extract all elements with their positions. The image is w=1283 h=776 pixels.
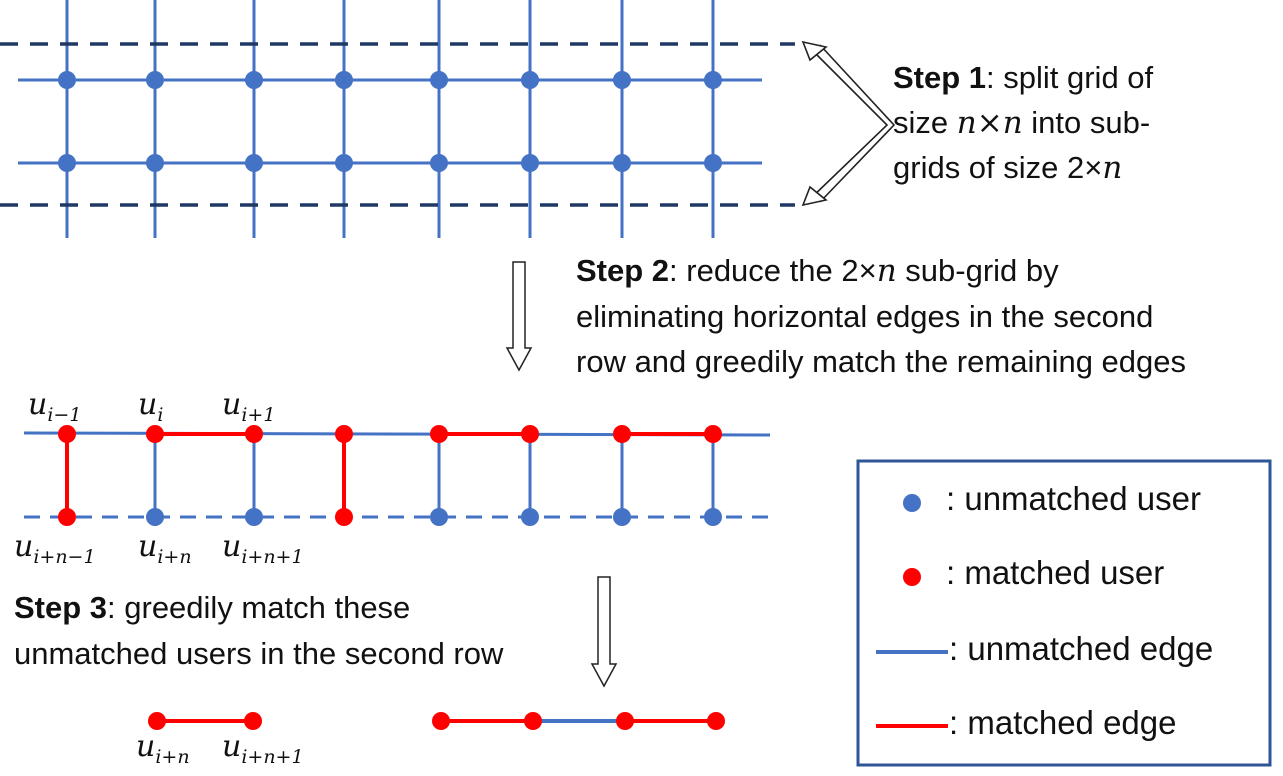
step2-title: Step 2 bbox=[576, 253, 669, 288]
final-matched-user bbox=[148, 712, 166, 730]
subgrid-matched-user bbox=[146, 425, 164, 443]
step3-text: Step 3: greedily match these unmatched u… bbox=[14, 590, 504, 671]
split-bracket-arrow bbox=[801, 40, 896, 207]
step1-line1: : split grid of bbox=[986, 60, 1154, 95]
subgrid-matched-user bbox=[58, 425, 76, 443]
step1-math: n×n bbox=[957, 105, 1023, 141]
svg-text:ui: ui bbox=[138, 387, 163, 426]
grid-node bbox=[146, 71, 164, 89]
grid-nodes bbox=[58, 71, 722, 172]
svg-text:size n×n into sub-: size n×n into sub- bbox=[893, 105, 1150, 141]
grid-vertical-edges bbox=[65, 0, 715, 238]
subgrid-matched-user bbox=[335, 508, 353, 526]
grid-node bbox=[58, 154, 76, 172]
sub-grid bbox=[23, 425, 771, 526]
grid-node bbox=[704, 154, 722, 172]
legend-label-unmatched-edge: : unmatched edge bbox=[949, 630, 1213, 667]
step2-math: n bbox=[877, 253, 897, 289]
grid-node bbox=[430, 71, 448, 89]
legend-label-matched-edge: : matched edge bbox=[949, 704, 1177, 741]
subgrid-matched-user bbox=[613, 425, 631, 443]
grid-node bbox=[335, 154, 353, 172]
subgrid-unmatched-user bbox=[146, 508, 164, 526]
label-u-final-0: u bbox=[136, 729, 155, 764]
final-matched-user bbox=[244, 712, 262, 730]
subgrid-matched-user bbox=[335, 425, 353, 443]
grid-node bbox=[335, 71, 353, 89]
subgrid-nodes bbox=[58, 425, 722, 526]
svg-text:ui+n−1: ui+n−1 bbox=[14, 529, 96, 568]
svg-text:Step 1: split grid of: Step 1: split grid of bbox=[893, 60, 1154, 95]
down-arrow-step2 bbox=[505, 261, 533, 372]
step1-line2b: into sub- bbox=[1023, 105, 1151, 140]
step3-line2: unmatched users in the second row bbox=[14, 636, 504, 671]
grid-node bbox=[430, 154, 448, 172]
svg-text:ui+n: ui+n bbox=[138, 529, 192, 568]
label-u-bottom-0: u bbox=[14, 529, 33, 564]
grid-node bbox=[613, 154, 631, 172]
legend: : unmatched user : matched user : unmatc… bbox=[856, 459, 1272, 767]
legend-blue-dot-icon bbox=[903, 494, 921, 512]
grid-node bbox=[521, 154, 539, 172]
subgrid-unmatched-user bbox=[430, 508, 448, 526]
label-u-bottom-2: u bbox=[222, 529, 241, 564]
subgrid-unmatched-user bbox=[704, 508, 722, 526]
step2-line1b: sub-grid by bbox=[897, 253, 1059, 288]
svg-text:ui+n+1: ui+n+1 bbox=[222, 729, 304, 768]
svg-text:ui+n: ui+n bbox=[136, 729, 190, 768]
label-u-top-1: u bbox=[138, 387, 157, 422]
svg-text:ui−1: ui−1 bbox=[28, 387, 81, 426]
step1-text: Step 1: split grid of size n×n into sub-… bbox=[893, 60, 1154, 186]
final-matched-user bbox=[616, 712, 634, 730]
full-grid bbox=[0, 0, 795, 238]
subgrid-unmatched-user bbox=[613, 508, 631, 526]
final-matching: ui+n ui+n+1 bbox=[136, 712, 725, 768]
step2-line1a: : reduce the 2× bbox=[669, 253, 877, 288]
legend-red-dot-icon bbox=[903, 568, 921, 586]
subgrid-matched-user bbox=[521, 425, 539, 443]
subgrid-matched-user bbox=[704, 425, 722, 443]
label-u-top-0: u bbox=[28, 387, 47, 422]
grid-node bbox=[146, 154, 164, 172]
legend-label-unmatched-user: : unmatched user bbox=[946, 480, 1201, 517]
step1-title: Step 1 bbox=[893, 60, 986, 95]
subgrid-unmatched-user bbox=[521, 508, 539, 526]
step1-math2: n bbox=[1102, 150, 1122, 186]
svg-text:Step 2: reduce the 2×n sub-gri: Step 2: reduce the 2×n sub-grid by bbox=[576, 253, 1059, 289]
final-matched-user bbox=[707, 712, 725, 730]
grid-node bbox=[245, 154, 263, 172]
step1-line2a: size bbox=[893, 105, 957, 140]
grid-node bbox=[521, 71, 539, 89]
final-matched-user bbox=[432, 712, 450, 730]
step2-line2: eliminating horizontal edges in the seco… bbox=[576, 299, 1153, 334]
svg-text:ui+n+1: ui+n+1 bbox=[222, 529, 304, 568]
subgrid-edges bbox=[65, 432, 715, 517]
subgrid-matched-user bbox=[430, 425, 448, 443]
grid-node bbox=[613, 71, 631, 89]
down-arrow-step3 bbox=[590, 576, 618, 688]
node-labels-top: ui−1 ui ui+1 bbox=[28, 387, 275, 426]
legend-label-matched-user: : matched user bbox=[946, 554, 1164, 591]
node-labels-bottom: ui+n−1 ui+n ui+n+1 bbox=[14, 529, 304, 568]
subgrid-matched-user bbox=[245, 425, 263, 443]
step3-line1: : greedily match these bbox=[107, 590, 410, 625]
svg-text:grids of size 2×n: grids of size 2×n bbox=[893, 150, 1122, 186]
final-matched-user bbox=[524, 712, 542, 730]
subgrid-matched-user bbox=[58, 508, 76, 526]
step3-title: Step 3 bbox=[14, 590, 107, 625]
step2-line3: row and greedily match the remaining edg… bbox=[576, 344, 1186, 379]
label-u-final-1: u bbox=[222, 729, 241, 764]
subgrid-unmatched-user bbox=[245, 508, 263, 526]
svg-text:Step 3: greedily match these: Step 3: greedily match these bbox=[14, 590, 410, 625]
step2-text: Step 2: reduce the 2×n sub-grid by elimi… bbox=[576, 253, 1186, 379]
legend-box bbox=[856, 459, 1272, 767]
grid-node bbox=[245, 71, 263, 89]
label-u-bottom-1: u bbox=[138, 529, 157, 564]
svg-text:ui+1: ui+1 bbox=[222, 387, 275, 426]
label-u-top-2: u bbox=[222, 387, 241, 422]
step1-line3: grids of size 2× bbox=[893, 150, 1102, 185]
grid-node bbox=[704, 71, 722, 89]
grid-node bbox=[58, 71, 76, 89]
